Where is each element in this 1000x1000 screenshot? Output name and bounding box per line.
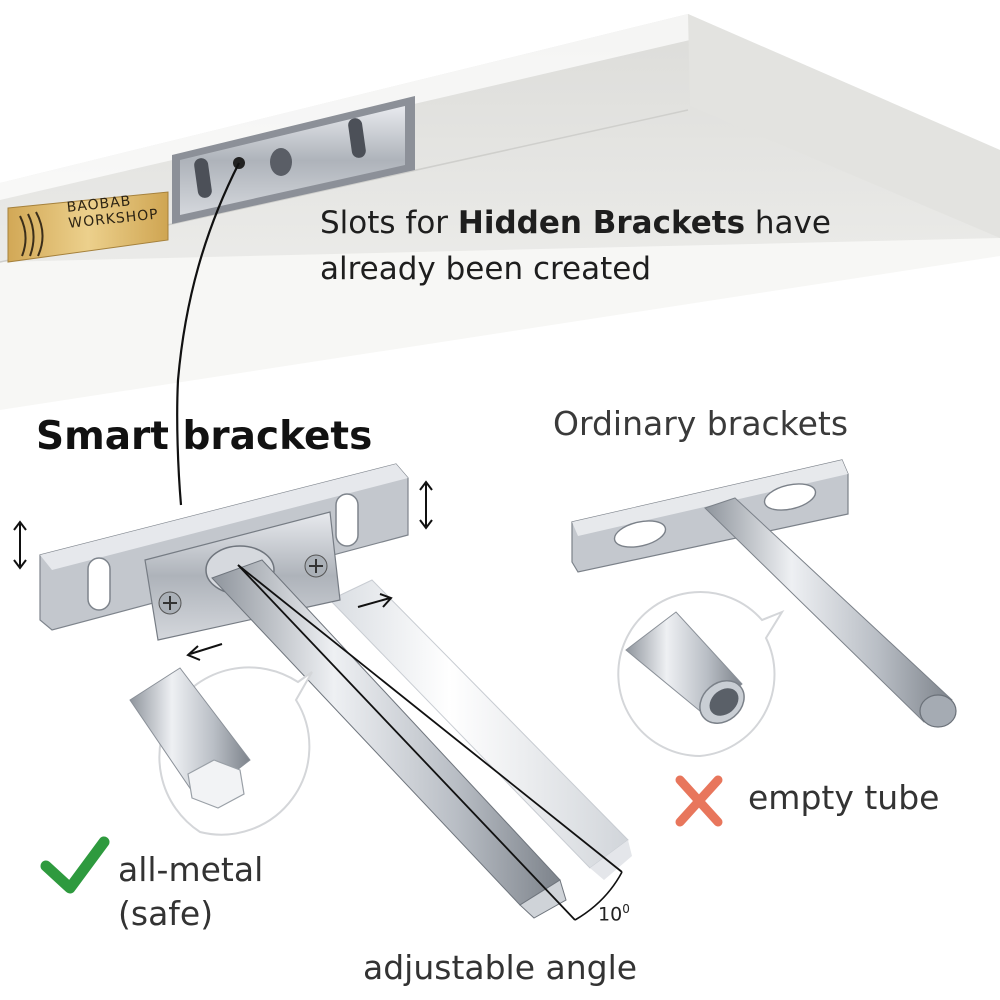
ordinary-bracket [571, 459, 957, 728]
caption-suffix: have [745, 205, 831, 241]
hex-rod-closeup [129, 666, 313, 836]
all-metal-line-1: all-metal [118, 850, 264, 889]
caption-prefix: Slots for [320, 205, 458, 241]
adjust-arrows [13, 480, 433, 661]
ordinary-brackets-heading: Ordinary brackets [553, 404, 849, 443]
white-shelf [0, 14, 1000, 410]
check-mark-icon [40, 836, 110, 894]
empty-tube-label: empty tube [748, 778, 940, 817]
all-metal-label: all-metal (safe) [118, 848, 263, 936]
smart-brackets-heading: Smart brackets [36, 414, 373, 459]
smart-bracket [39, 463, 632, 921]
shelf-slot [172, 96, 415, 224]
brand-plate [7, 191, 169, 263]
slots-caption: Slots for Hidden Brackets have already b… [320, 200, 831, 292]
adjustable-angle-label: adjustable angle [363, 948, 638, 987]
angle-degree-label: 100 [598, 902, 630, 925]
cross-mark-icon [675, 775, 723, 827]
pointer-line [176, 162, 240, 506]
degree-value: 10 [598, 903, 623, 926]
caption-line-2: already been created [320, 251, 652, 287]
all-metal-line-2: (safe) [118, 894, 214, 933]
degree-unit: 0 [622, 902, 630, 916]
tube-closeup [617, 591, 785, 758]
caption-bold: Hidden Brackets [457, 205, 746, 241]
